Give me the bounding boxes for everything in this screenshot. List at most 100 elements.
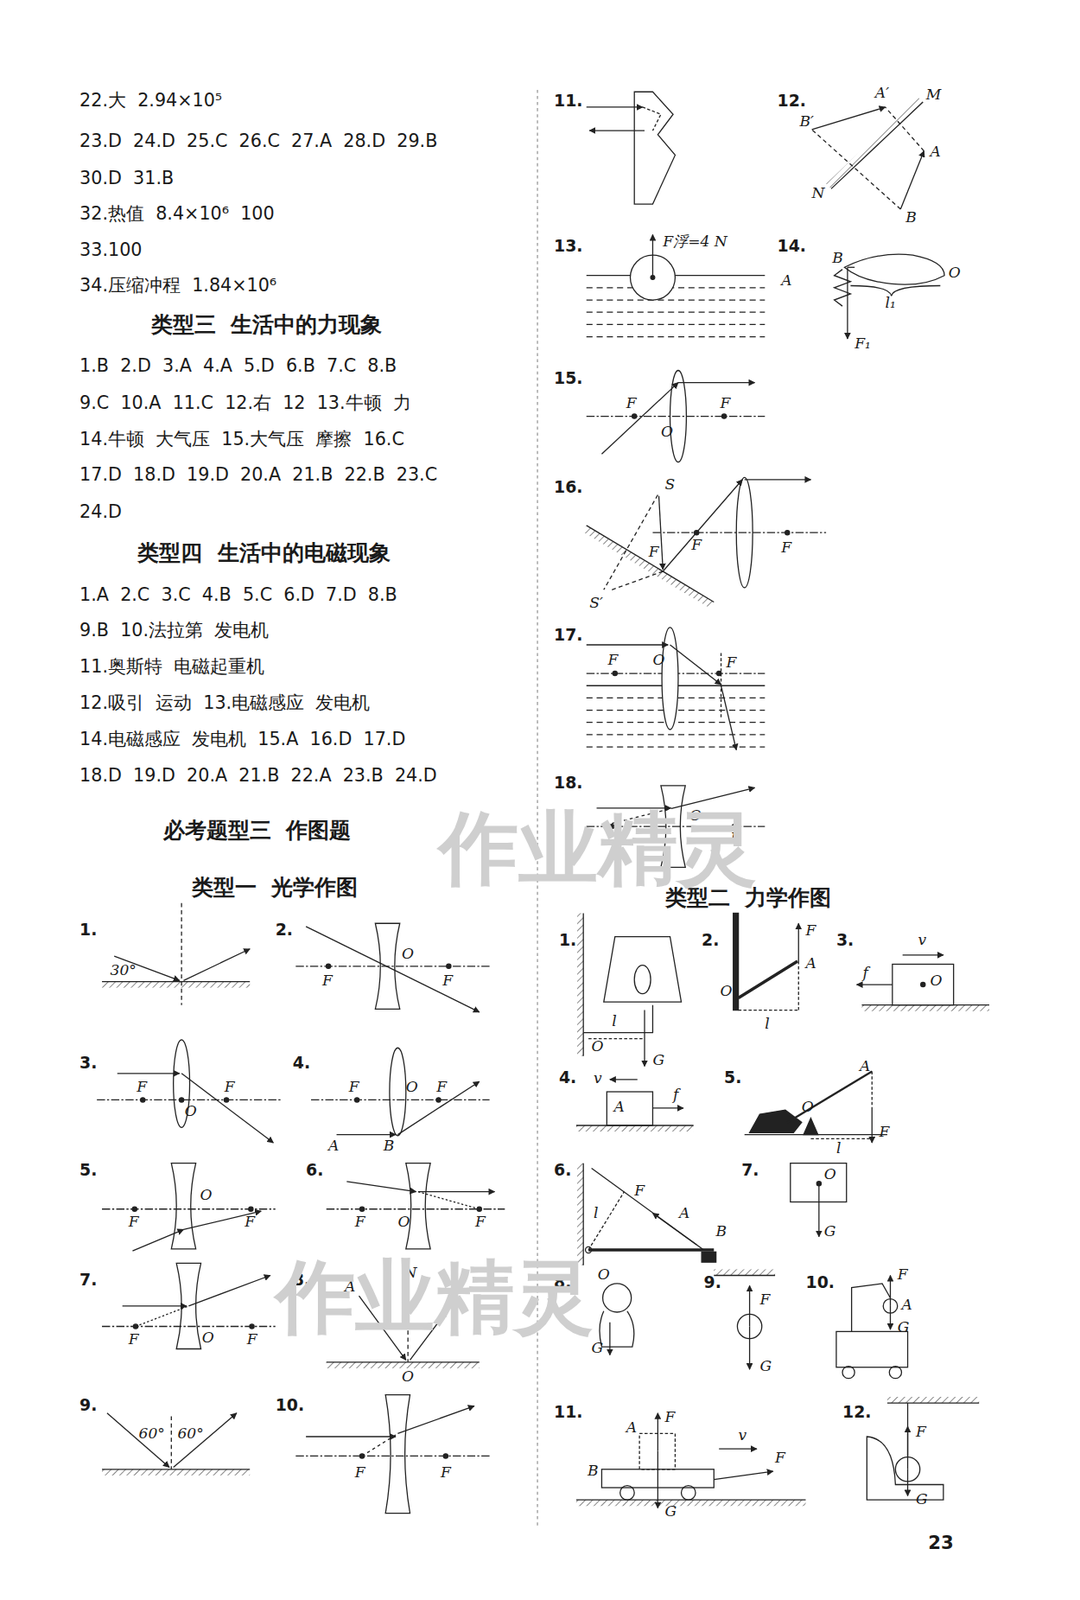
figure-label: B xyxy=(587,1461,599,1480)
figure-label: O xyxy=(948,264,961,282)
item-number: 11. xyxy=(553,91,583,111)
figure-label: F xyxy=(665,1408,676,1426)
force-4 xyxy=(576,1079,694,1131)
figure-label: F xyxy=(648,543,660,561)
figure-label: G xyxy=(665,1502,678,1520)
item-number: 4. xyxy=(559,1067,577,1087)
force-8 xyxy=(599,1283,635,1355)
figure-label: A xyxy=(626,1418,637,1436)
figure-label: F xyxy=(355,1213,366,1231)
figure-label: f xyxy=(673,1086,679,1104)
force-2 xyxy=(733,912,800,1010)
optics-12 xyxy=(812,96,925,210)
force-12 xyxy=(866,1396,979,1500)
figure-label: F xyxy=(775,1448,786,1467)
optics-11 xyxy=(586,91,676,204)
figure-label: v xyxy=(738,1426,748,1444)
answer-line: 14.电磁感应 发电机 15.A 16.D 17.D xyxy=(79,729,406,750)
item-number: 2. xyxy=(701,930,719,950)
figure-label: A xyxy=(902,1296,913,1314)
item-number: 2. xyxy=(275,920,293,940)
figure-label: F xyxy=(247,1330,258,1348)
watermark: 作业精灵 xyxy=(275,1251,594,1343)
figure-label: A′ xyxy=(875,84,890,102)
item-number: 1. xyxy=(559,930,577,950)
figure-label: v xyxy=(593,1069,603,1087)
page-number: 23 xyxy=(927,1531,954,1553)
figure-label: F₁ xyxy=(854,335,871,353)
item-number: 12. xyxy=(842,1402,871,1422)
figure-label: B xyxy=(383,1137,395,1155)
force-9 xyxy=(713,1268,776,1369)
figure-label: B′ xyxy=(799,113,814,131)
item-number: 14. xyxy=(777,236,807,256)
figure-label: M xyxy=(926,86,942,104)
optics-5 xyxy=(101,1162,276,1252)
figure-label: O xyxy=(930,972,943,990)
figure-label: F xyxy=(440,1463,452,1481)
optics-2 xyxy=(295,922,490,1012)
item-number: 1. xyxy=(79,920,97,940)
figure-label: F xyxy=(322,972,333,990)
figure-label: O xyxy=(199,1186,212,1204)
figure-label: F xyxy=(349,1078,360,1096)
figure-label: O xyxy=(597,1265,610,1284)
item-number: 17. xyxy=(553,625,583,645)
optics-9 xyxy=(101,1412,250,1475)
item-number: 6. xyxy=(305,1160,324,1180)
optics-10 xyxy=(295,1394,490,1513)
figure-label: l xyxy=(836,1139,841,1157)
figure-label: F xyxy=(244,1213,255,1231)
answer-line: 1.A 2.C 3.C 4.B 5.C 6.D 7.D 8.B xyxy=(79,584,398,606)
answer-line: 23.D 24.D 25.C 26.C 27.A 28.D 29.B xyxy=(79,131,438,153)
figure-label: A xyxy=(679,1204,690,1222)
answer-line: 14.牛顿 大气压 15.大气压 摩擦 16.C xyxy=(79,429,405,451)
figure-label: 60° xyxy=(177,1424,204,1443)
figure-label: F xyxy=(224,1078,236,1096)
section-heading: 类型三 生活中的力现象 xyxy=(151,312,382,338)
figure-label: N xyxy=(812,184,826,203)
figure-label: F xyxy=(634,1181,645,1200)
figure-label: O xyxy=(801,1098,814,1116)
item-number: 7. xyxy=(741,1160,759,1180)
figure-label: F xyxy=(136,1078,147,1096)
figure-label: O xyxy=(406,1078,419,1096)
lever-14 xyxy=(834,254,945,339)
figure-label: F xyxy=(442,972,453,990)
figure-label: O xyxy=(591,1037,604,1055)
answer-line: 24.D xyxy=(79,501,122,523)
figure-label: F xyxy=(691,536,702,554)
figure-label: O xyxy=(653,651,666,669)
force-1 xyxy=(577,912,681,1066)
item-number: 10. xyxy=(806,1272,835,1292)
section-heading: 类型一 光学作图 xyxy=(191,875,358,901)
figure-label: F xyxy=(781,539,792,557)
section-heading: 类型四 生活中的电磁现象 xyxy=(137,540,390,566)
figure-label: 60° xyxy=(139,1424,166,1443)
figure-label: A xyxy=(614,1098,625,1116)
item-number: 9. xyxy=(704,1272,722,1292)
figure-label: l xyxy=(764,1015,769,1033)
optics-15 xyxy=(586,369,766,462)
optics-7 xyxy=(101,1262,276,1348)
figure-label: F xyxy=(759,1290,770,1309)
item-number: 3. xyxy=(836,930,854,950)
item-number: 16. xyxy=(553,477,583,497)
figure-label: O xyxy=(824,1165,837,1183)
figures xyxy=(96,89,990,1525)
figure-label: F xyxy=(806,921,817,940)
figure-label: A xyxy=(859,1057,871,1075)
figure-label: F xyxy=(626,394,637,413)
optics-3 xyxy=(96,1039,280,1143)
figure-label: B xyxy=(716,1222,728,1240)
figure-label: O xyxy=(202,1328,215,1347)
answer-line: 17.D 18.D 19.D 20.A 21.B 22.B 23.C xyxy=(79,464,438,486)
figure-label: F xyxy=(128,1213,140,1231)
section-heading: 必考题型三 作图题 xyxy=(163,818,351,844)
optics-1 xyxy=(101,902,250,1005)
force-7 xyxy=(790,1162,847,1237)
figure-label: O xyxy=(397,1213,410,1231)
optics-6 xyxy=(326,1162,506,1249)
item-number: 3. xyxy=(79,1053,97,1073)
